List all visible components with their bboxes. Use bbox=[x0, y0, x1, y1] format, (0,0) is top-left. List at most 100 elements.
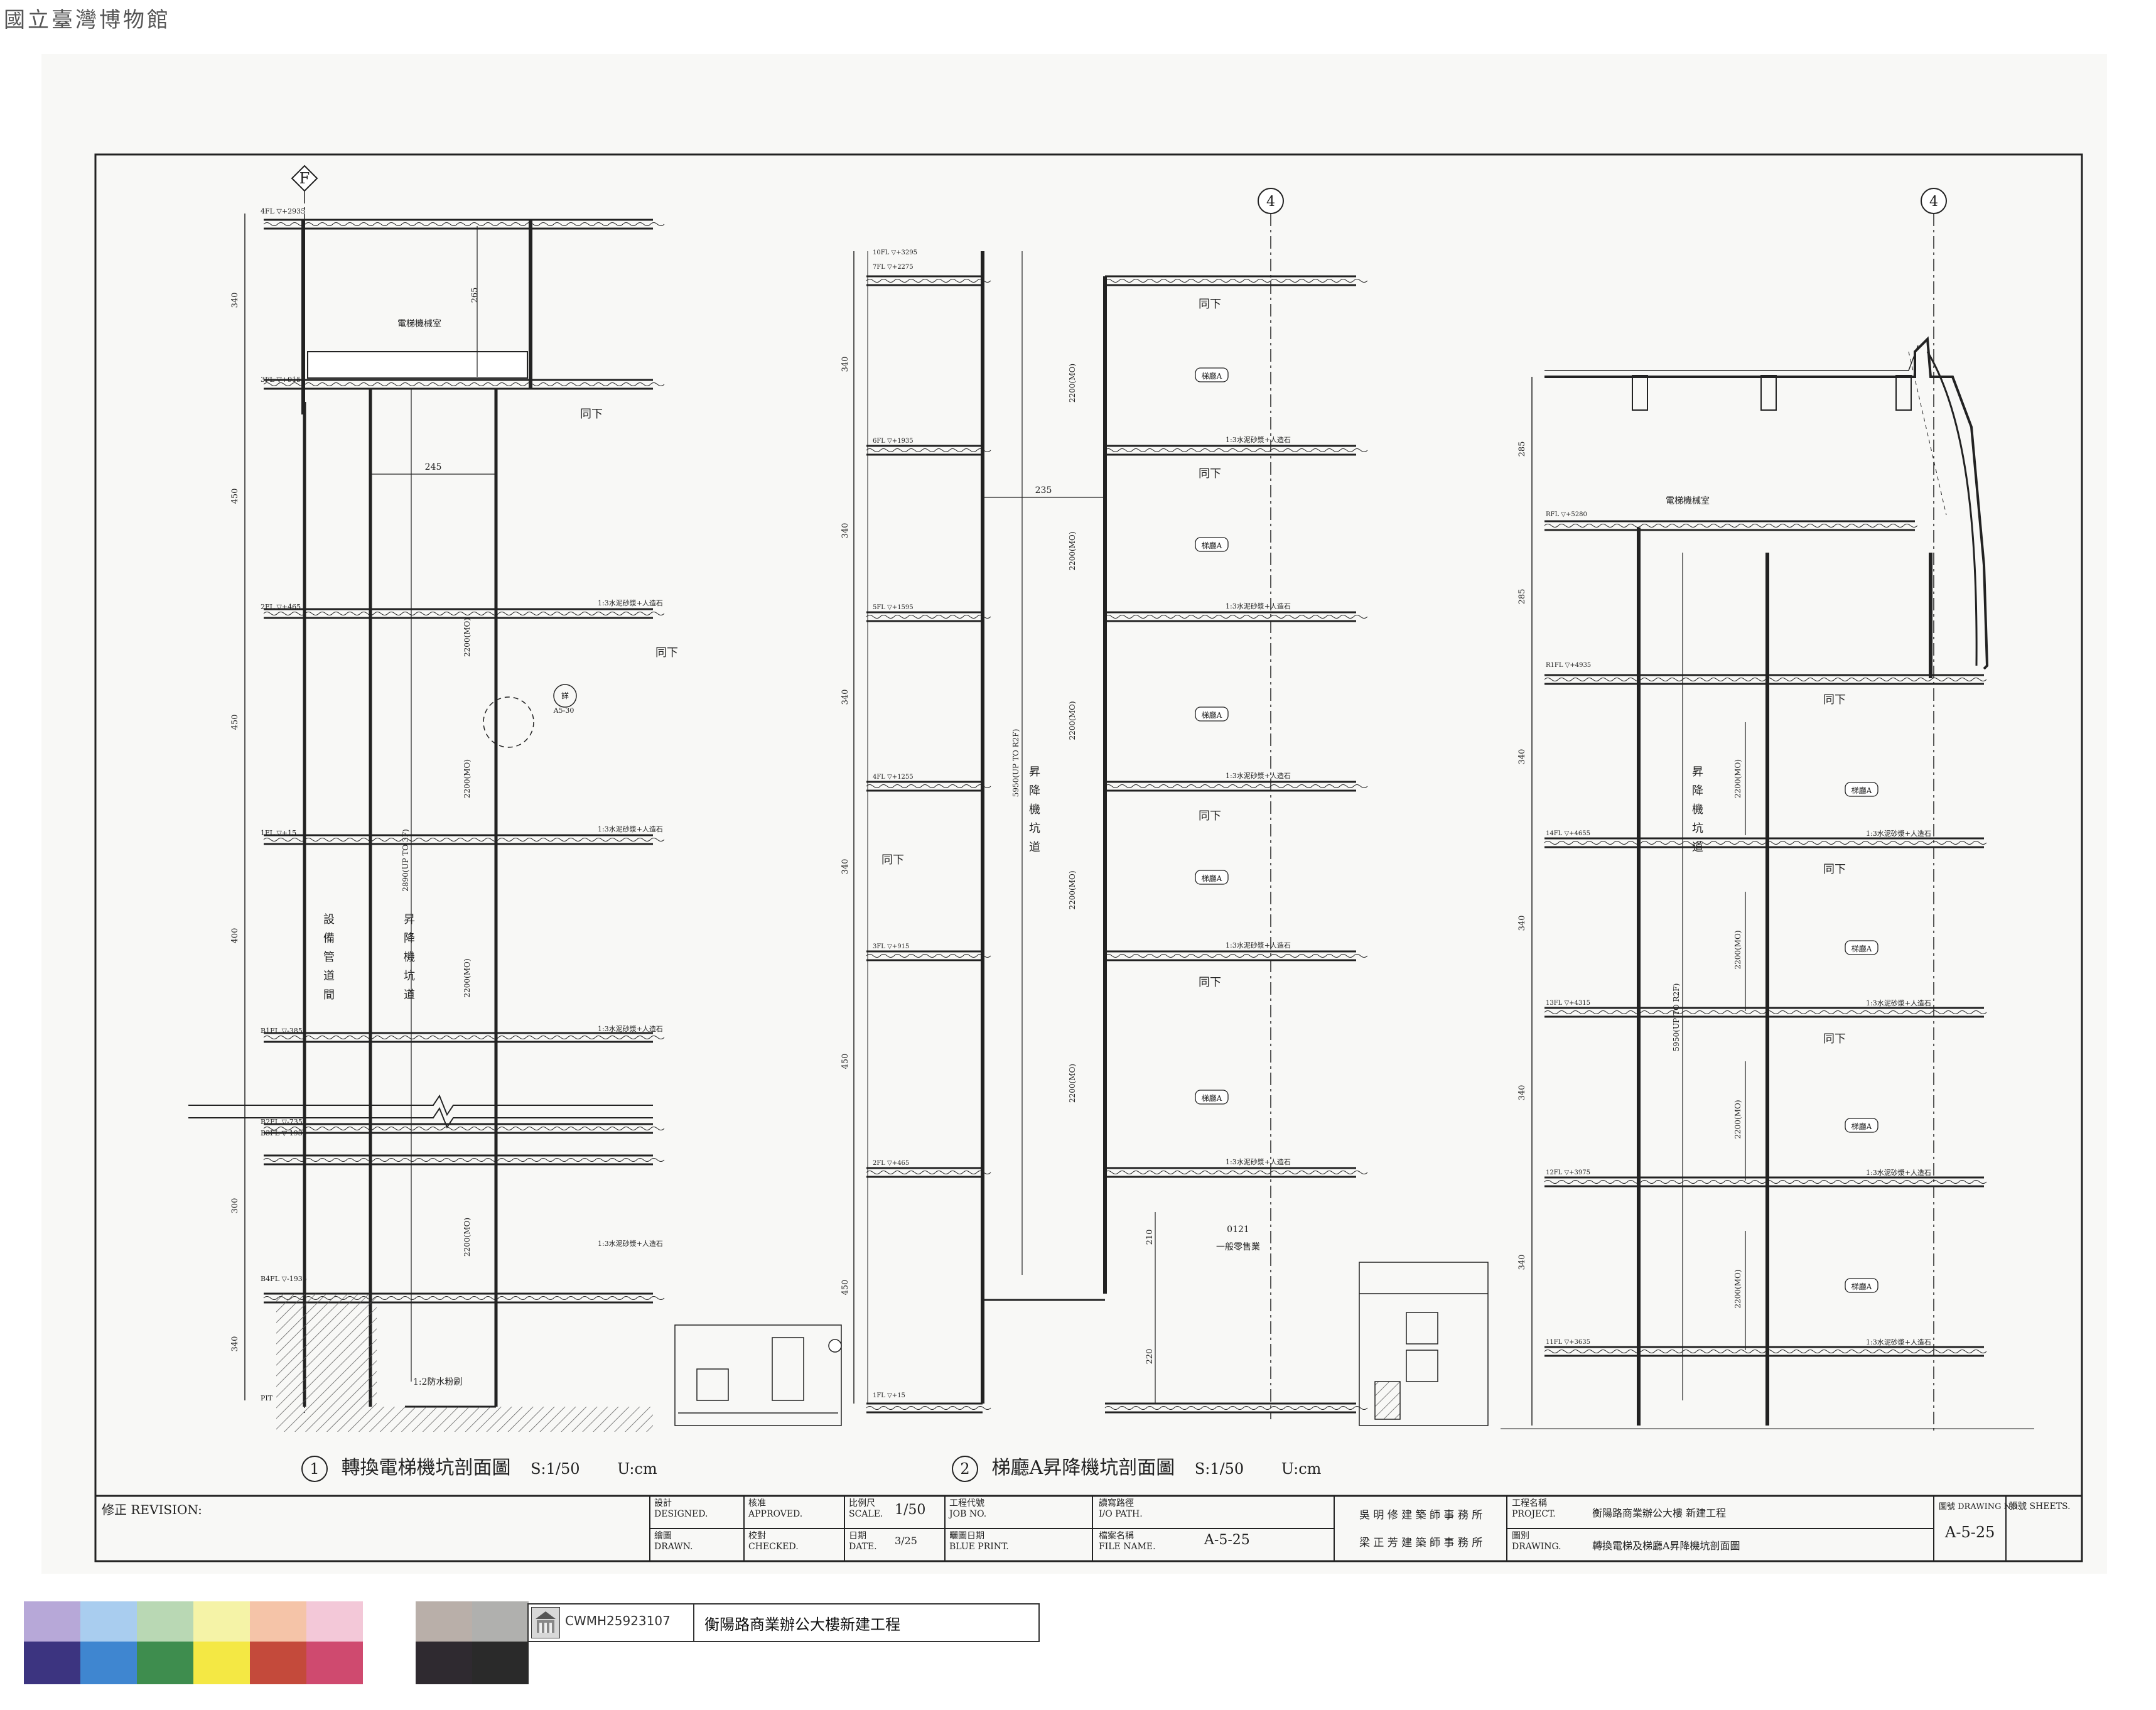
level-marker: 14FL ▽+4655 bbox=[1546, 830, 1590, 837]
shaft-label-1: 昇降機坑道 bbox=[404, 913, 415, 1002]
room-tag-label: 梯廳A bbox=[1202, 371, 1222, 381]
section-title-1: 1 轉換電梯機坑剖面圖 S:1/50 U:cm bbox=[301, 1452, 657, 1482]
date-label: 日期 DATE. bbox=[849, 1531, 877, 1552]
color-swatch bbox=[137, 1601, 193, 1642]
clear-height-dim: 2200(MO) bbox=[1068, 531, 1077, 570]
room-tag-label: 梯廳A bbox=[1202, 541, 1222, 550]
firm-1: 吳 明 修 建 築 師 事 務 所 bbox=[1359, 1509, 1483, 1522]
dim-height: 340 bbox=[841, 357, 850, 372]
file-name-label: 檔案名稱 FILE NAME. bbox=[1099, 1531, 1156, 1552]
machine-room-label-3: 電梯機械室 bbox=[1666, 495, 1710, 506]
project-label: 工程名稱 PROJECT. bbox=[1512, 1498, 1556, 1519]
dim-height: 340 bbox=[841, 690, 850, 705]
drawing-no: A-5-25 bbox=[1945, 1523, 1995, 1541]
color-swatch bbox=[416, 1642, 472, 1684]
retail-code: 0121 bbox=[1227, 1225, 1249, 1235]
color-swatch bbox=[472, 1601, 529, 1642]
approved-label: 核准 APPROVED. bbox=[748, 1498, 803, 1519]
level-marker: 7FL ▽+2275 bbox=[873, 264, 914, 271]
level-marker: 2FL ▽+465 bbox=[261, 603, 301, 611]
dim-height: 300 bbox=[230, 1198, 240, 1214]
floor-finish-note: 1:3水泥砂漿+人造石 bbox=[598, 1024, 663, 1033]
travel-dim-1: 2890(UP TO 3F) bbox=[401, 829, 410, 892]
firm-2: 梁 正 芳 建 築 師 事 務 所 bbox=[1359, 1537, 1483, 1549]
color-swatch bbox=[472, 1642, 529, 1684]
dim-height: 450 bbox=[841, 1280, 850, 1296]
floor-finish-note: 1:3水泥砂漿+人造石 bbox=[598, 825, 663, 833]
project-value: 衡陽路商業辦公大樓 新建工程 bbox=[1592, 1507, 1727, 1519]
level-marker: 4FL ▽+2935 bbox=[261, 207, 305, 215]
clear-height-dim: 2200(MO) bbox=[463, 958, 472, 997]
room-tag bbox=[1845, 1118, 1878, 1133]
level-marker: 3FL ▽+915 bbox=[261, 376, 301, 384]
clear-height-dim: 2200(MO) bbox=[1733, 759, 1742, 798]
drawn-label: 繪圖 DRAWN. bbox=[654, 1531, 693, 1552]
room-tag-label: 梯廳A bbox=[1851, 1122, 1872, 1131]
dim-height: 400 bbox=[230, 928, 240, 944]
color-swatch bbox=[24, 1642, 80, 1684]
section-scale-1: S:1/50 bbox=[531, 1460, 580, 1478]
title-block bbox=[95, 1495, 2082, 1561]
museum-watermark: 國立臺灣博物館 bbox=[4, 8, 171, 33]
designed-label: 設計 DESIGNED. bbox=[654, 1498, 708, 1519]
color-swatch bbox=[306, 1642, 363, 1684]
clear-height-dim: 2200(MO) bbox=[1733, 1100, 1742, 1139]
archive-label: CWMH25923107 衡陽路商業辦公大樓新建工程 bbox=[527, 1603, 1040, 1642]
revision-label: 修正 REVISION: bbox=[102, 1502, 202, 1517]
level-marker: B2FL ▽-735 bbox=[261, 1118, 303, 1126]
level-marker: 13FL ▽+4315 bbox=[1546, 1000, 1590, 1007]
level-marker: 3FL ▽+915 bbox=[873, 943, 909, 950]
dim-height: 340 bbox=[1517, 1085, 1527, 1101]
grid-label-f: F bbox=[299, 170, 310, 187]
pipe-shaft-label: 設備管道間 bbox=[323, 913, 335, 1002]
room-tag bbox=[1845, 782, 1878, 797]
floor-finish-note: 1:3水泥砂漿+人造石 bbox=[1226, 435, 1291, 444]
room-tag-label: 梯廳A bbox=[1851, 786, 1872, 795]
clear-height-dim: 2200(MO) bbox=[1733, 930, 1742, 969]
level-marker: 11FL ▽+3635 bbox=[1546, 1339, 1590, 1346]
level-marker: R1FL ▽+4935 bbox=[1546, 662, 1591, 669]
color-swatch bbox=[137, 1642, 193, 1684]
room-tag-label: 梯廳A bbox=[1202, 710, 1222, 720]
dim-height: 340 bbox=[841, 523, 850, 539]
dim-height: 340 bbox=[1517, 749, 1527, 765]
same-below-note: 同下 bbox=[1199, 976, 1221, 989]
section-number-2: 2 bbox=[952, 1456, 978, 1482]
same-below-note: 同下 bbox=[881, 853, 904, 867]
floor-finish-note: 1:3水泥砂漿+人造石 bbox=[1226, 1157, 1291, 1166]
retail-label: 一般零售業 bbox=[1216, 1242, 1260, 1252]
dim-235: 235 bbox=[1035, 485, 1052, 495]
archive-title: 衡陽路商業辦公大樓新建工程 bbox=[704, 1616, 900, 1633]
same-below-note: 同下 bbox=[1199, 467, 1221, 480]
archive-code: CWMH25923107 bbox=[565, 1613, 671, 1628]
level-marker: B1FL ▽-385 bbox=[261, 1027, 303, 1035]
color-swatch bbox=[24, 1601, 80, 1642]
section-2 bbox=[853, 188, 1368, 1419]
room-tag-label: 梯廳A bbox=[1851, 944, 1872, 953]
room-tag bbox=[1845, 1278, 1878, 1293]
file-name-value: A-5-25 bbox=[1204, 1532, 1250, 1548]
section-scale-2: S:1/50 bbox=[1194, 1460, 1244, 1478]
travel-dim-2: 5950(UP TO R2F) bbox=[1011, 729, 1020, 798]
dim-265: 265 bbox=[470, 288, 480, 303]
drawing-sheet bbox=[41, 54, 2107, 1574]
color-swatch bbox=[80, 1601, 137, 1642]
clear-height-dim: 2200(MO) bbox=[1068, 870, 1077, 909]
dim-height: 340 bbox=[841, 859, 850, 875]
dim-height: 340 bbox=[230, 293, 240, 308]
museum-logo-icon bbox=[531, 1607, 560, 1638]
section-unit-1: U:cm bbox=[617, 1460, 657, 1478]
level-marker: 12FL ▽+3975 bbox=[1546, 1169, 1590, 1176]
floor-finish-note: 1:3水泥砂漿+人造石 bbox=[1866, 1168, 1931, 1177]
dim-height: 450 bbox=[841, 1054, 850, 1069]
section-title-1-text: 轉換電梯機坑剖面圖 bbox=[341, 1457, 511, 1479]
job-no-label: 工程代號 JOB NO. bbox=[949, 1498, 987, 1519]
clear-height-dim: 2200(MO) bbox=[1068, 1064, 1077, 1103]
level-marker: 5FL ▽+1595 bbox=[873, 604, 914, 611]
same-below-note: 同下 bbox=[580, 408, 603, 421]
color-swatch bbox=[363, 1642, 416, 1684]
clear-height-dim: 2200(MO) bbox=[463, 618, 472, 657]
color-swatch bbox=[80, 1642, 137, 1684]
color-swatch bbox=[416, 1601, 472, 1642]
